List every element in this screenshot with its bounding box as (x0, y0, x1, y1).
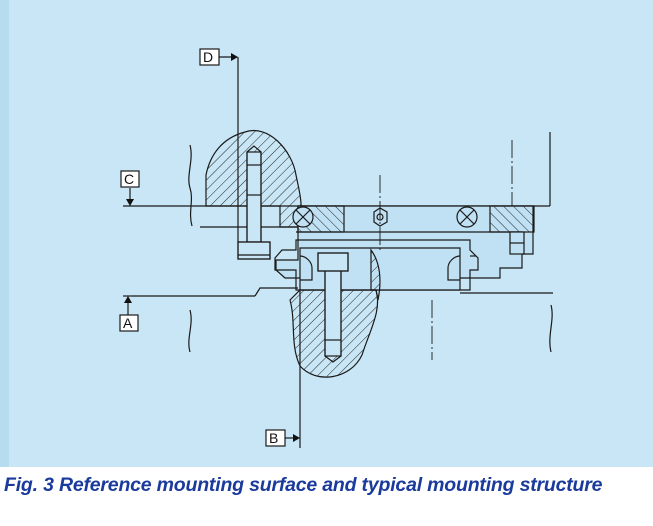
reference-line-d (199, 48, 239, 242)
figure-caption: Fig. 3 Reference mounting surface and ty… (4, 474, 603, 496)
reference-label-c: C (124, 171, 134, 187)
diagram-panel: D C A B (0, 0, 653, 467)
reference-label-d: D (203, 49, 213, 65)
reference-line-a (119, 295, 139, 332)
lower-base (132, 252, 553, 378)
mounting-structure-drawing: D C A B (119, 48, 553, 448)
right-hatched-edge (370, 248, 381, 301)
reference-label-a: A (123, 315, 133, 331)
upper-hatched-section (205, 129, 302, 260)
reference-line-c (120, 170, 200, 207)
center-lines (379, 140, 513, 360)
reference-label-b: B (269, 430, 278, 446)
reference-line-b (265, 290, 301, 448)
panel-edge (0, 0, 9, 467)
